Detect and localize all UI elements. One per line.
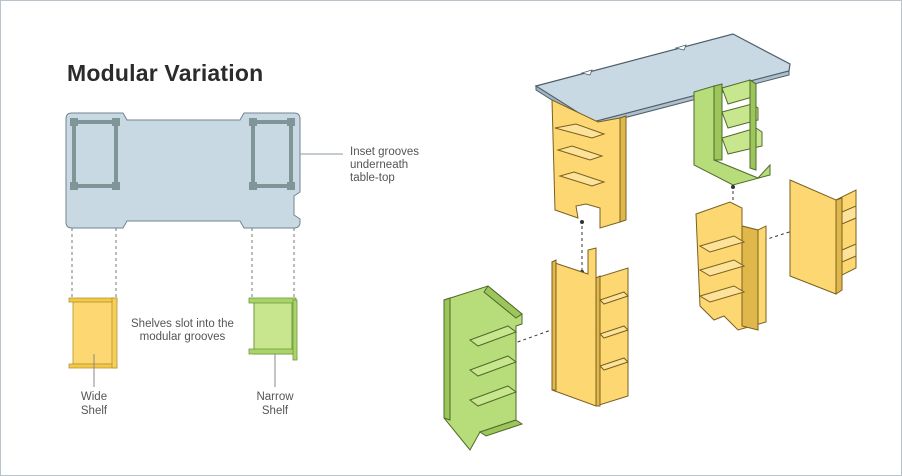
grooves-callout: Inset grooves underneath table-top (350, 146, 419, 185)
yellow-panel-far-right (789, 179, 857, 295)
yellow-shelf-right (695, 201, 767, 331)
slot-callout-line-2: modular grooves (139, 331, 226, 343)
green-shelf-top (693, 79, 771, 186)
slot-callout: Shelves slot into the modular grooves (131, 318, 234, 344)
projection-lines (71, 228, 295, 298)
tabletop-plan (65, 112, 343, 229)
grooves-callout-line-1: Inset grooves (350, 146, 420, 158)
groove-frame-left (72, 120, 118, 188)
wide-shelf-plan (68, 297, 118, 369)
wide-shelf-label-line-2: Shelf (80, 405, 108, 417)
diagram-title: Modular Variation (67, 60, 264, 86)
green-shelf-exploded (443, 285, 524, 451)
groove-corners-left (70, 118, 120, 190)
narrow-shelf-label: Narrow Shelf (250, 390, 300, 418)
yellow-shelf-top (551, 99, 627, 229)
groove-frame-right (251, 120, 293, 188)
grooves-callout-line-2: underneath (350, 159, 409, 171)
yellow-shelf-exploded (551, 247, 629, 407)
slot-callout-line-1: Shelves slot into the (131, 318, 234, 330)
tabletop-outline (65, 112, 301, 229)
narrow-shelf-plan (248, 297, 298, 361)
groove-corners-right (249, 118, 295, 190)
wide-shelf-label: Wide Shelf (74, 390, 114, 418)
narrow-shelf-label-line-2: Shelf (261, 405, 289, 417)
shelf-leaders (93, 354, 276, 387)
grooves-callout-line-3: table-top (350, 172, 395, 184)
wide-shelf-label-line-1: Wide (80, 391, 108, 403)
narrow-shelf-label-line-1: Narrow (256, 391, 294, 403)
